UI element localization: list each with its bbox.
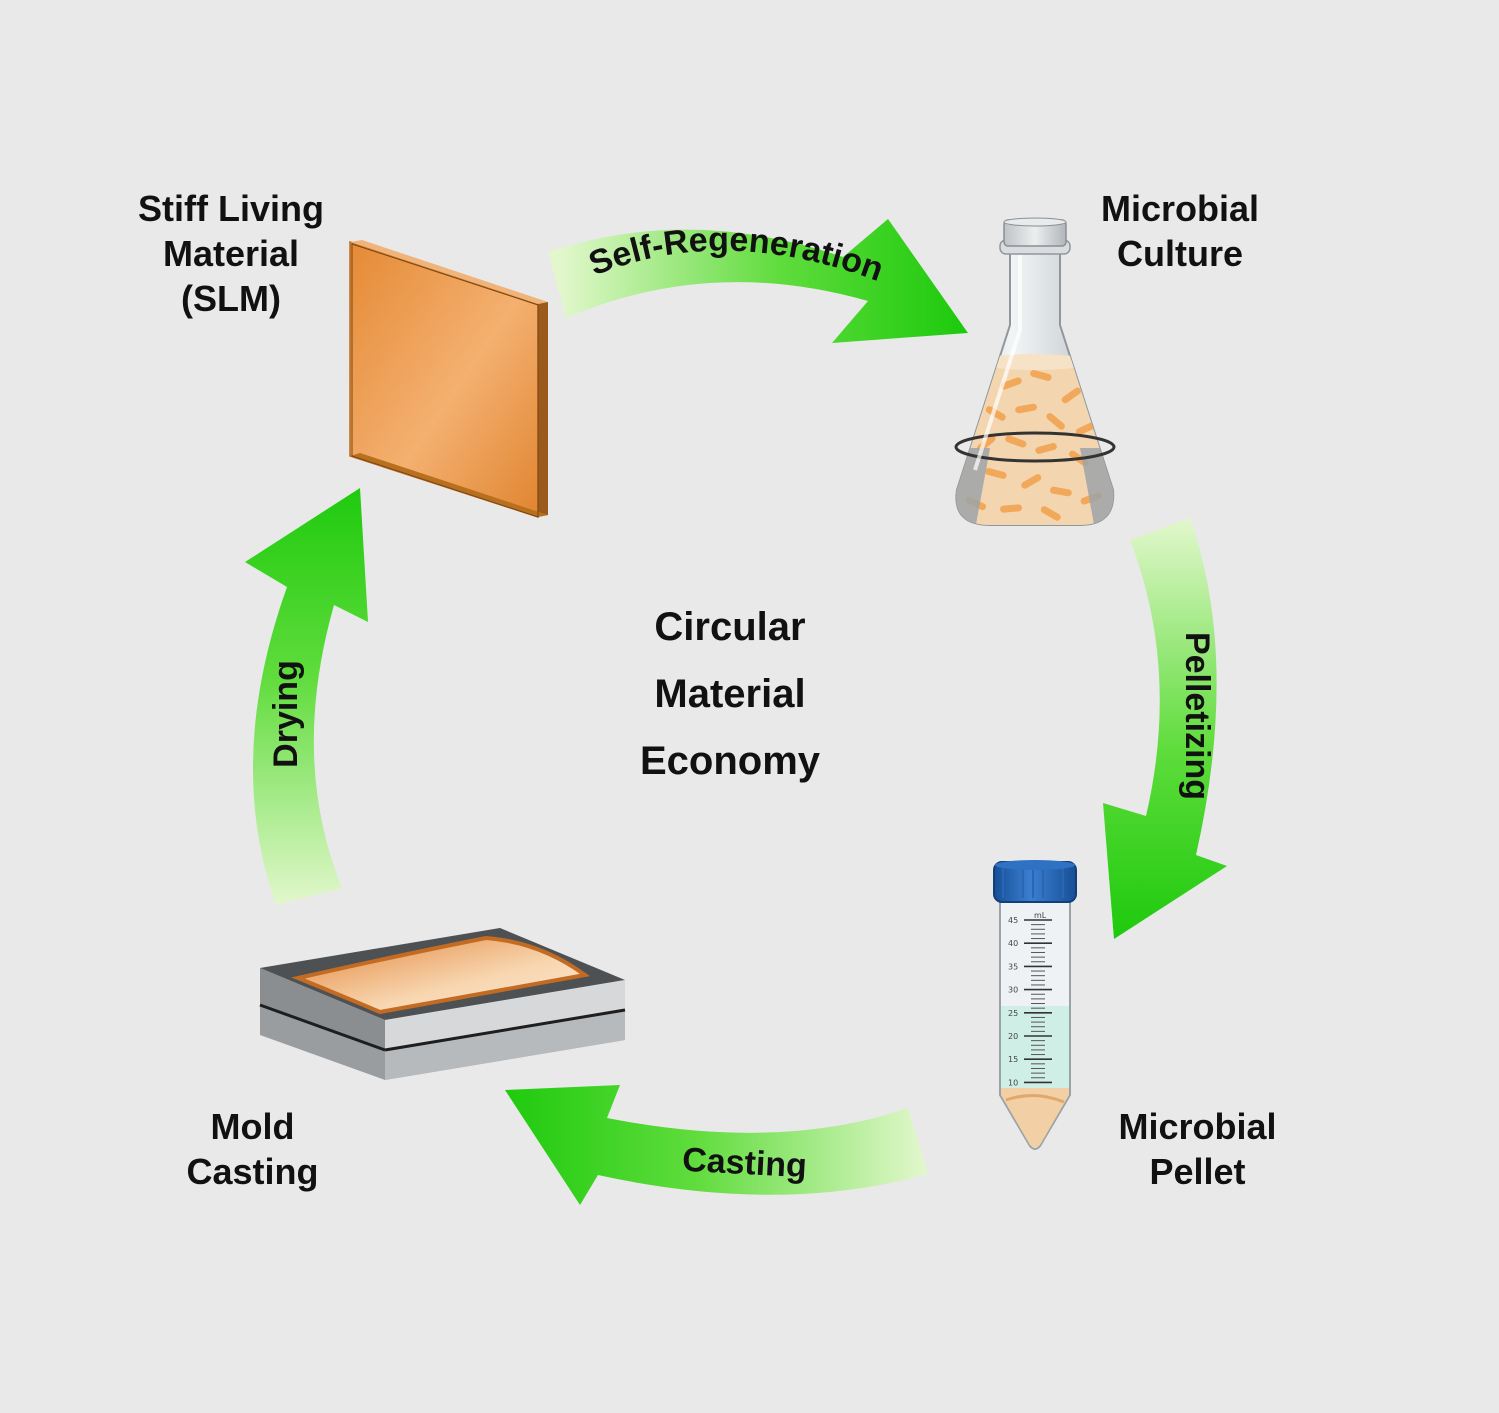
slm-node-label: Stiff Living Material (SLM)	[126, 186, 336, 321]
self-regeneration-arrow	[548, 219, 968, 343]
tube-unit-label: mL	[1034, 911, 1047, 920]
tube-tick-label: 45	[1008, 916, 1018, 925]
mold-illustration	[259, 928, 626, 1080]
slm-label-line-1: Stiff Living	[138, 188, 324, 229]
tube-tick-label: 25	[1008, 1009, 1018, 1018]
tube-tick-label: 10	[1008, 1078, 1018, 1087]
tube-tick-label: 40	[1008, 939, 1018, 948]
mold-label-line-1: Mold	[210, 1106, 295, 1147]
microbial-culture-node-label: Microbial Culture	[1090, 186, 1270, 276]
center-title-line-2: Material	[654, 672, 806, 716]
mold-casting-node-label: Mold Casting	[170, 1104, 335, 1194]
culture-label-line-2: Culture	[1117, 233, 1243, 274]
culture-label-line-1: Microbial	[1100, 188, 1260, 229]
centrifuge-tube-illustration: 45 40 35 30 25 20 15 10 mL	[993, 860, 1077, 1150]
slm-label-line-2: Material	[162, 233, 300, 274]
slm-label-line-3: (SLM)	[181, 278, 281, 319]
pellet-label-line-1: Microbial	[1118, 1106, 1277, 1147]
pellet-label-line-2: Pellet	[1149, 1151, 1246, 1192]
mold-label-line-2: Casting	[186, 1151, 319, 1192]
tube-tick-label: 30	[1008, 986, 1018, 995]
tube-scale: 45 40 35 30 25 20 15 10	[1008, 916, 1052, 1087]
center-title-line-3: Economy	[639, 739, 821, 783]
tube-tick-label: 15	[1008, 1055, 1018, 1064]
flask-illustration	[954, 217, 1116, 526]
casting-arrow	[505, 1085, 928, 1205]
drying-arrow	[245, 488, 368, 905]
center-title-line-1: Circular	[654, 605, 806, 649]
tube-tick-label: 20	[1008, 1032, 1018, 1041]
slm-panel-illustration	[349, 240, 548, 519]
microbial-pellet-node-label: Microbial Pellet	[1105, 1104, 1290, 1194]
center-title: Circular Material Economy	[590, 594, 870, 795]
tube-tick-label: 35	[1008, 962, 1018, 971]
pelletizing-arrow	[1103, 518, 1227, 939]
